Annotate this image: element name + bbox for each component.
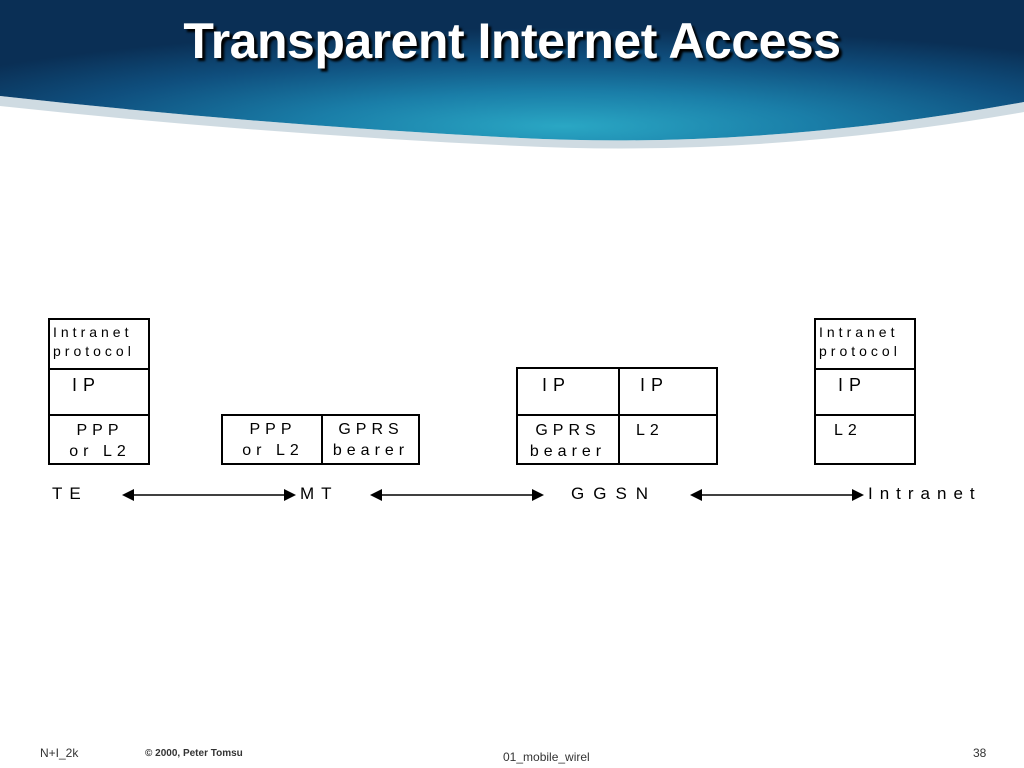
ggsn-l2-cell: L2 [636, 422, 664, 439]
node-te-label: TE [52, 484, 88, 503]
arrowhead-te-mt-right [284, 489, 296, 501]
node-mt-label: MT [300, 484, 339, 503]
footer-page-number: 38 [973, 746, 987, 760]
node-ggsn-label: GGSN [571, 484, 658, 503]
te-ppp-cell: PPP or L2 [69, 422, 131, 460]
mt-protocol-stack: PPP or L2 GPRS bearer [221, 414, 420, 465]
ggsn-ip-right-cell: IP [640, 375, 670, 395]
node-intranet-label: Intranet [868, 484, 982, 503]
intranet-ip-cell: IP [838, 375, 868, 395]
intranet-intranet-protocol-cell: Intranet protocol [819, 324, 901, 359]
intranet-divider-2 [816, 414, 914, 416]
intranet-l2-cell: L2 [834, 422, 862, 439]
te-divider-1 [50, 368, 148, 370]
title-banner [0, 0, 1024, 149]
footer-filename: 01_mobile_wirel [503, 750, 590, 764]
intranet-protocol-stack: Intranet protocol IP L2 [814, 318, 916, 465]
arrowhead-mt-ggsn-left [370, 489, 382, 501]
mt-ppp-cell: PPP or L2 [242, 421, 304, 459]
arrowhead-te-mt-left [122, 489, 134, 501]
te-ip-cell: IP [72, 375, 102, 395]
arrowhead-ggsn-intranet-left [690, 489, 702, 501]
te-divider-2 [50, 414, 148, 416]
mt-divider [321, 416, 323, 463]
ggsn-gprs-bearer-cell: GPRS bearer [529, 422, 607, 460]
ggsn-ip-left-cell: IP [542, 375, 572, 395]
footer-left-label: N+I_2k [40, 746, 79, 760]
ggsn-vertical-divider [618, 369, 620, 463]
te-protocol-stack: Intranet protocol IP PPP or L2 [48, 318, 150, 465]
footer-copyright: © 2000, Peter Tomsu [145, 748, 243, 759]
arrowhead-ggsn-intranet-right [852, 489, 864, 501]
arrowhead-mt-ggsn-right [532, 489, 544, 501]
intranet-divider-1 [816, 368, 914, 370]
te-intranet-protocol-cell: Intranet protocol [53, 324, 135, 359]
mt-gprs-bearer-cell: GPRS bearer [332, 421, 410, 459]
ggsn-protocol-stack: IP IP GPRS bearer L2 [516, 367, 718, 465]
ggsn-horizontal-divider [518, 414, 716, 416]
slide-title: Transparent Internet Access [183, 13, 841, 69]
